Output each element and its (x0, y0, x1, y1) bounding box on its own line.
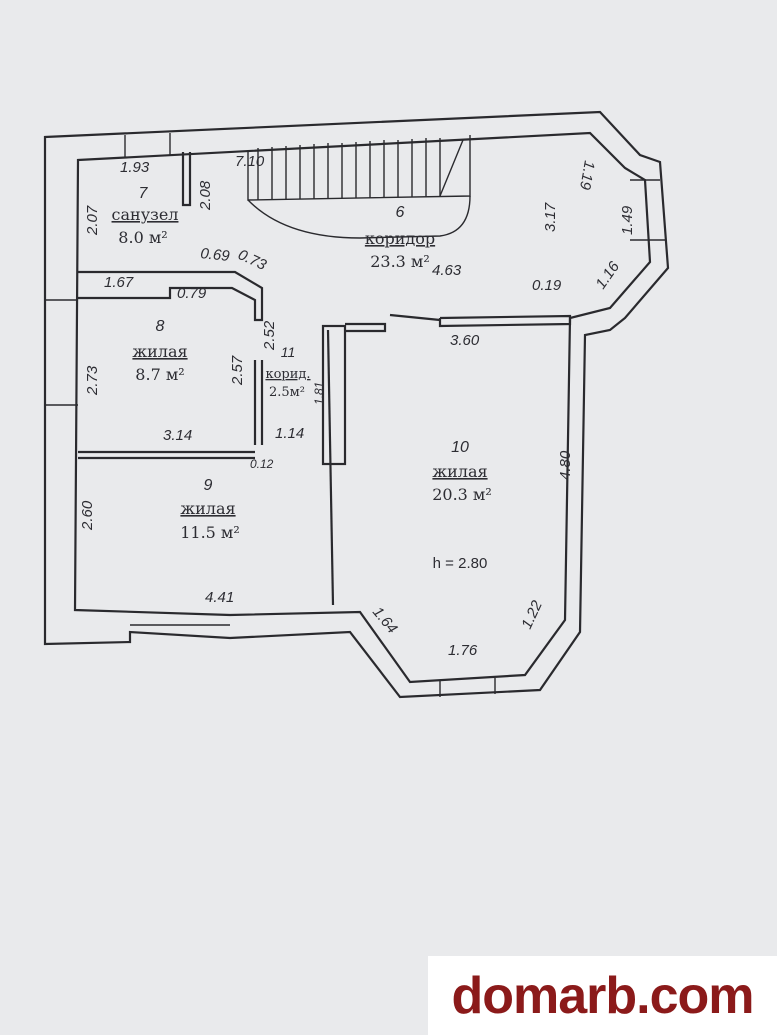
dimension-label: 2.08 (197, 180, 214, 211)
dimension-label: 0.79 (177, 285, 207, 302)
dimension-label: 0.69 (200, 245, 231, 265)
dimension-label: 3.14 (163, 427, 192, 444)
dimension-label: 1.81 (312, 382, 326, 405)
svg-text:6: 6 (396, 204, 405, 221)
svg-text:11: 11 (281, 344, 296, 360)
svg-text:8.7 м²: 8.7 м² (135, 365, 184, 384)
dimension-label: 4.80 (557, 450, 574, 480)
dimension-label: 0.19 (532, 277, 562, 294)
dimension-label: 1.22 (518, 597, 546, 631)
dimension-label: 7.10 (235, 153, 265, 170)
room-6-label: 6 коридор 23.3 м² (365, 204, 435, 271)
dimension-label: 0.12 (250, 457, 274, 471)
dimension-label: 1.93 (120, 159, 150, 176)
svg-text:7: 7 (139, 185, 149, 202)
windows (45, 133, 665, 697)
svg-text:23.3 м²: 23.3 м² (370, 252, 430, 271)
dimension-label: 2.52 (261, 320, 278, 351)
svg-text:корид.: корид. (265, 367, 310, 382)
dimension-label: 2.60 (79, 500, 96, 531)
svg-text:10: 10 (451, 439, 469, 456)
svg-text:8: 8 (156, 318, 165, 335)
ceiling-height: h = 2.80 (433, 555, 488, 572)
inner-wall-outline (73, 131, 652, 684)
room-10-label: 10 жилая 20.3 м² (432, 439, 492, 504)
dimension-label: 3.60 (450, 332, 480, 349)
staircase (247, 135, 471, 239)
dimension-label: 1.16 (592, 258, 623, 292)
dimension-label: 1.14 (275, 425, 304, 442)
dimension-label: 4.41 (205, 589, 234, 606)
room-11-label: 11 корид. 2.5м² (265, 344, 310, 400)
dimension-label: 2.73 (84, 365, 101, 396)
svg-text:11.5 м²: 11.5 м² (180, 523, 240, 542)
svg-text:коридор: коридор (365, 229, 435, 248)
dimension-label: 1.19 (576, 159, 598, 191)
svg-text:жилая: жилая (180, 499, 235, 518)
svg-text:9: 9 (204, 477, 213, 494)
watermark-logo: domarb.com (428, 956, 777, 1035)
interior-walls (78, 152, 572, 606)
dimension-label: 1.67 (104, 274, 134, 291)
dimension-label: 2.57 (229, 355, 246, 386)
svg-text:2.5м²: 2.5м² (269, 385, 305, 400)
dimension-label: 2.07 (84, 205, 101, 236)
svg-text:20.3 м²: 20.3 м² (432, 485, 492, 504)
svg-text:8.0 м²: 8.0 м² (118, 228, 167, 247)
dimension-label: 1.76 (448, 642, 478, 659)
svg-text:жилая: жилая (132, 342, 187, 361)
room-9-label: 9 жилая 11.5 м² (180, 477, 240, 542)
dimension-label: 3.17 (542, 202, 559, 232)
room-8-label: 8 жилая 8.7 м² (132, 318, 187, 384)
watermark-text: domarb.com (451, 966, 754, 1025)
svg-text:санузел: санузел (112, 205, 179, 224)
outer-wall-outline (43, 110, 670, 699)
dimension-label: 4.63 (432, 262, 462, 279)
svg-text:жилая: жилая (432, 462, 487, 481)
room-7-label: 7 санузел 8.0 м² (112, 185, 179, 247)
dimension-label: 1.49 (619, 205, 636, 235)
dimension-label: 0.73 (235, 246, 269, 274)
